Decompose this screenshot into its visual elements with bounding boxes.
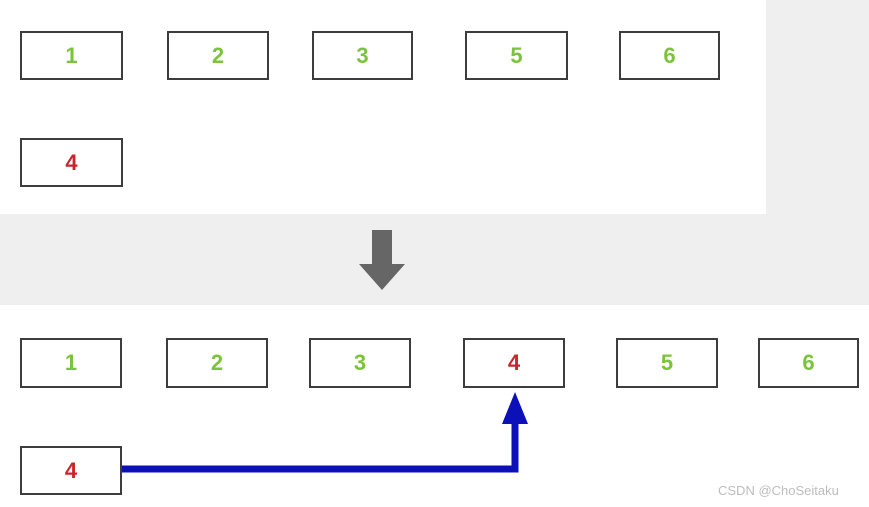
watermark: CSDN @ChoSeitaku — [718, 483, 839, 498]
after-panel — [0, 305, 869, 507]
after-node-1: 1 — [20, 338, 122, 388]
after-source-node: 4 — [20, 446, 122, 495]
before-node-5: 5 — [465, 31, 568, 80]
background-gray-right — [766, 0, 869, 305]
before-pending-node: 4 — [20, 138, 123, 187]
after-node-2: 2 — [166, 338, 268, 388]
down-arrow-icon — [359, 230, 405, 290]
before-node-1: 1 — [20, 31, 123, 80]
after-node-3: 3 — [309, 338, 411, 388]
before-node-3: 3 — [312, 31, 413, 80]
before-node-6: 6 — [619, 31, 720, 80]
before-node-2: 2 — [167, 31, 269, 80]
after-node-6: 6 — [758, 338, 859, 388]
after-node-5: 5 — [616, 338, 718, 388]
after-node-4-inserted: 4 — [463, 338, 565, 388]
